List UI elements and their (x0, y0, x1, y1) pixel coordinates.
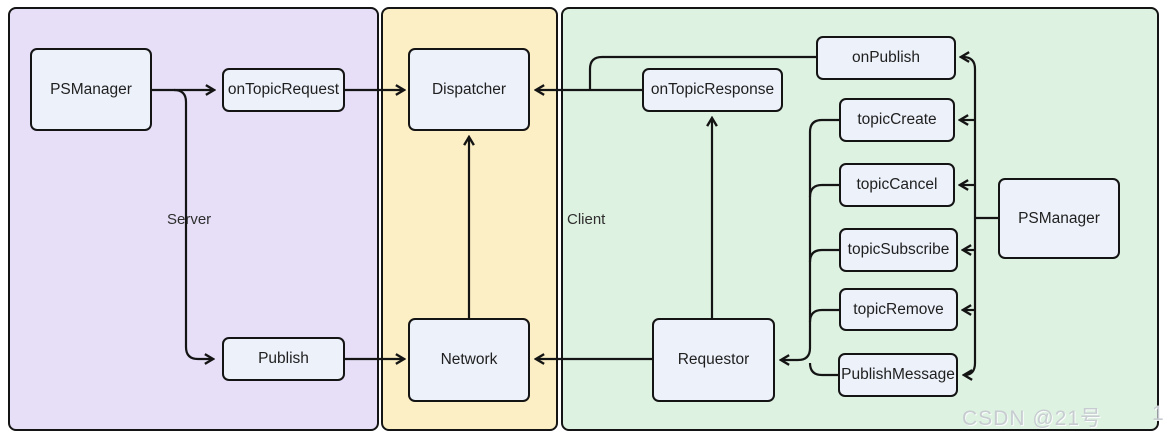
node-topiccreate: topicCreate (839, 98, 955, 142)
node-requestor: Requestor (652, 318, 775, 402)
csdn-watermark: CSDN @21号 (962, 407, 1103, 430)
csdn-watermark-suffix: 1 (1152, 402, 1165, 425)
node-dispatcher: Dispatcher (408, 48, 530, 131)
node-topicremove: topicRemove (839, 288, 958, 331)
node-ontopicrequest: onTopicRequest (222, 68, 345, 112)
client-region-label: Client (567, 211, 606, 228)
node-ontopicresponse: onTopicResponse (642, 68, 783, 112)
server-region-label: Server (167, 211, 212, 228)
node-topiccancel: topicCancel (839, 163, 955, 207)
node-psmanager-server: PSManager (30, 48, 152, 131)
node-psmanager-client: PSManager (998, 178, 1120, 259)
node-onpublish: onPublish (816, 36, 956, 80)
node-publishmessage: PublishMessage (838, 353, 958, 397)
node-network: Network (408, 318, 530, 402)
node-topicsubscribe: topicSubscribe (839, 228, 958, 272)
node-publish: Publish (222, 337, 345, 381)
